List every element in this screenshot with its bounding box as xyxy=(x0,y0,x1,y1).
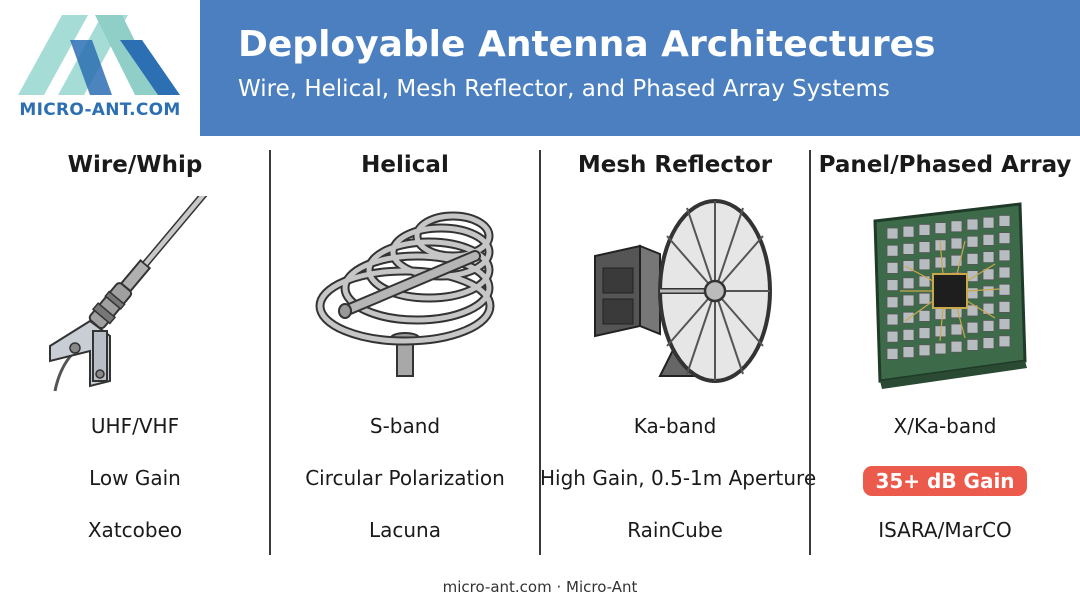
array-element xyxy=(982,234,995,246)
array-element xyxy=(982,285,995,298)
array-element xyxy=(998,283,1011,296)
column-band: UHF/VHF xyxy=(90,414,180,438)
array-element xyxy=(966,287,979,300)
column-band: Ka-band xyxy=(633,414,717,438)
array-element xyxy=(886,279,899,291)
array-element xyxy=(902,277,915,290)
array-element xyxy=(934,342,947,355)
column-phased-array: Panel/Phased Array X/Ka-band 35+ dB Gain… xyxy=(810,136,1080,556)
column-helical: Helical S-band Circular Polarization Lac… xyxy=(270,136,540,556)
array-element xyxy=(918,310,931,322)
column-feature: 35+ dB Gain xyxy=(810,466,1080,496)
array-element xyxy=(982,268,995,281)
column-title: Panel/Phased Array xyxy=(818,152,1072,178)
array-element xyxy=(982,320,995,332)
array-element xyxy=(886,313,899,326)
column-feature: Low Gain xyxy=(89,466,181,490)
column-wire-whip: Wire/Whip UHF/VHF Low Gain Xatcobeo xyxy=(0,136,270,556)
array-element xyxy=(982,337,995,350)
column-example: RainCube xyxy=(627,518,723,542)
array-element xyxy=(902,346,915,359)
array-element xyxy=(918,292,931,305)
column-example: Lacuna xyxy=(368,518,441,542)
array-element xyxy=(902,311,915,324)
column-title: Mesh Reflector xyxy=(577,152,773,178)
array-element xyxy=(950,323,963,336)
title-banner: Deployable Antenna Architectures Wire, H… xyxy=(200,0,1080,136)
array-element xyxy=(982,302,995,315)
array-element xyxy=(966,321,979,334)
array-element xyxy=(966,253,979,265)
array-element xyxy=(950,340,963,353)
array-element xyxy=(998,301,1011,313)
array-element xyxy=(966,218,979,231)
array-element xyxy=(886,296,899,309)
array-element xyxy=(982,251,995,263)
array-element xyxy=(918,223,931,236)
column-band: X/Ka-band xyxy=(893,414,997,438)
array-element xyxy=(918,275,931,288)
column-band: S-band xyxy=(369,414,441,438)
array-element xyxy=(982,216,995,229)
array-element xyxy=(886,347,899,360)
column-feature: High Gain, 0.5-1m Aperture xyxy=(540,466,817,490)
logo-text: MICRO-ANT.COM xyxy=(19,100,181,120)
phased-array-icon xyxy=(873,202,1027,389)
array-element xyxy=(950,237,963,250)
array-element xyxy=(886,330,899,343)
array-element xyxy=(918,258,931,271)
logo-mark-icon xyxy=(18,15,180,95)
page-title: Deployable Antenna Architectures xyxy=(238,24,936,65)
logo[interactable]: MICRO-ANT.COM xyxy=(0,0,200,136)
array-element xyxy=(998,249,1011,262)
whip-antenna-icon xyxy=(49,196,223,392)
array-element xyxy=(998,214,1011,227)
gain-badge: 35+ dB Gain xyxy=(863,466,1027,496)
array-element xyxy=(934,222,947,235)
column-title: Helical xyxy=(361,152,449,178)
column-example: Xatcobeo xyxy=(87,518,183,542)
array-element xyxy=(998,266,1011,279)
column-example: ISARA/MarCO xyxy=(878,518,1012,542)
array-element xyxy=(918,344,931,357)
array-element xyxy=(886,262,899,274)
array-element xyxy=(934,256,947,269)
array-element xyxy=(950,220,963,233)
array-element xyxy=(902,243,915,255)
array-element xyxy=(918,327,931,340)
header: MICRO-ANT.COM Deployable Antenna Archite… xyxy=(0,0,1080,136)
array-element xyxy=(902,225,915,238)
array-element xyxy=(886,227,899,240)
page-subtitle: Wire, Helical, Mesh Reflector, and Phase… xyxy=(238,76,890,102)
array-element xyxy=(998,335,1011,348)
column-divider xyxy=(539,150,541,555)
array-element xyxy=(918,241,931,253)
array-element xyxy=(966,235,979,248)
mesh-reflector-icon xyxy=(594,199,772,383)
array-element xyxy=(950,254,963,267)
array-element xyxy=(934,308,947,320)
array-element xyxy=(998,232,1011,244)
array-element xyxy=(886,244,899,257)
column-divider xyxy=(809,150,811,555)
array-element xyxy=(966,338,979,351)
column-mesh-reflector: Mesh Reflector Ka-band High Gain, 0.5-1m… xyxy=(540,136,817,556)
footer: micro-ant.com · Micro-Ant xyxy=(442,578,638,596)
column-divider xyxy=(269,150,271,555)
array-element xyxy=(902,294,915,307)
array-element xyxy=(902,260,915,272)
column-title: Wire/Whip xyxy=(67,152,203,178)
column-feature: Circular Polarization xyxy=(305,466,505,490)
array-element xyxy=(998,318,1011,330)
array-element xyxy=(902,328,915,341)
helical-antenna-icon xyxy=(315,211,495,377)
